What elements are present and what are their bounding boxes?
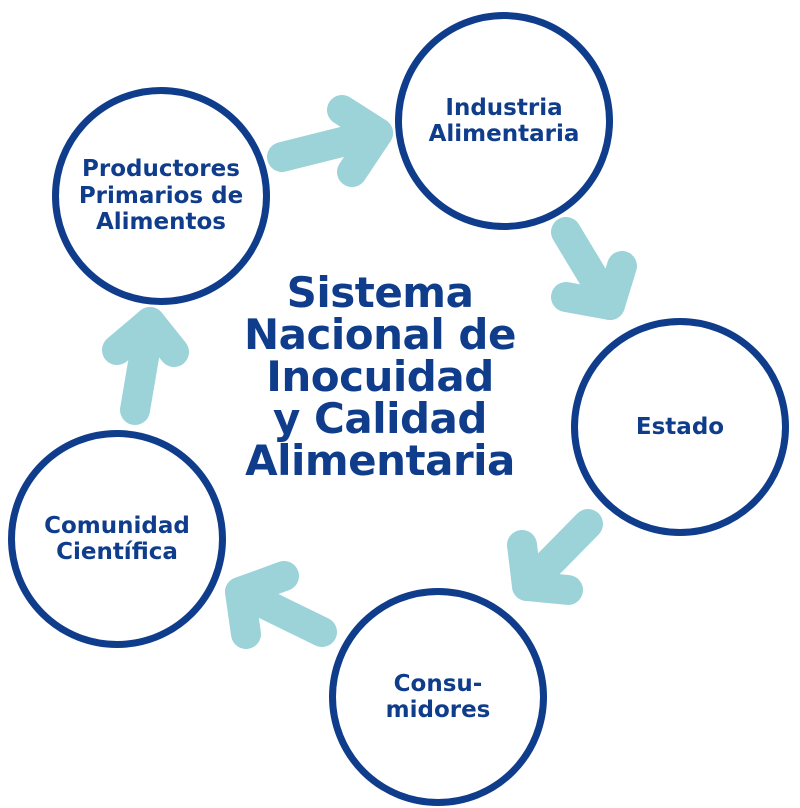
arrow-consumidores-to-comunidad <box>225 561 337 649</box>
node-industria: Industria Alimentaria <box>395 12 613 230</box>
node-label-estado: Estado <box>635 413 725 440</box>
arrow-productores-to-industria <box>267 95 393 187</box>
node-label-comunidad: Comunidad Científica <box>44 512 190 565</box>
node-comunidad: Comunidad Científica <box>8 430 226 648</box>
node-consumidores: Consu- midores <box>329 588 547 806</box>
node-label-industria: Industria Alimentaria <box>428 94 580 147</box>
arrow-comunidad-to-productores <box>102 307 189 425</box>
node-label-productores: Productores Primarios de Alimentos <box>78 156 244 236</box>
diagram-title: Sistema Nacional de Inocuidad y Calidad … <box>244 268 516 485</box>
node-label-consumidores: Consu- midores <box>385 670 491 723</box>
arrow-estado-to-consumidores <box>507 509 603 605</box>
node-estado: Estado <box>571 318 789 536</box>
node-productores: Productores Primarios de Alimentos <box>52 87 270 305</box>
arrow-industria-to-estado <box>551 217 637 320</box>
